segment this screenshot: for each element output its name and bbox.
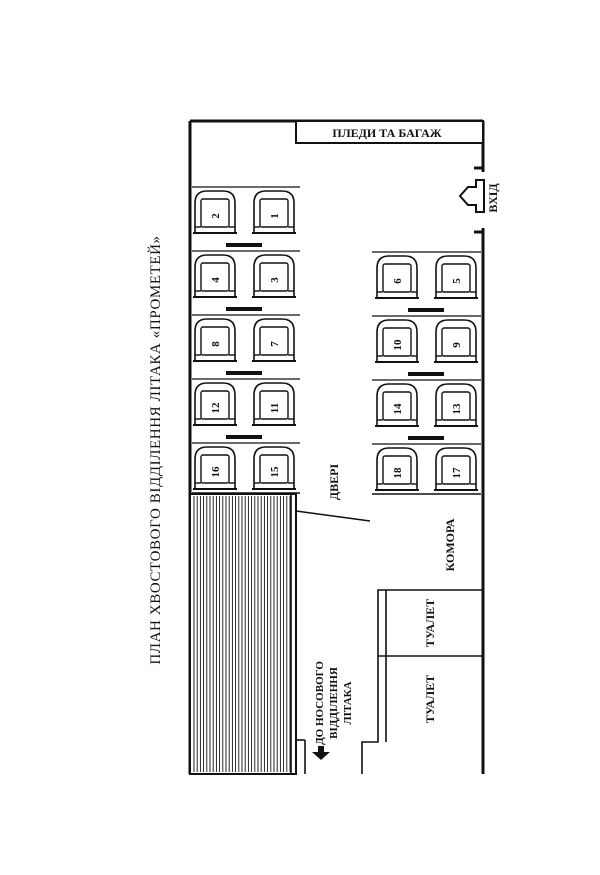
seat-18: 18 [375, 447, 419, 491]
to-nose-caption: ДО НОСОВОГО ВІДДІЛЕННЯ ЛІТАКА [314, 661, 354, 745]
seat-number: 8 [210, 341, 222, 347]
seat-number: 17 [451, 467, 463, 479]
seat-17: 17 [434, 447, 478, 491]
seat-7: 7 [252, 318, 296, 362]
entrance-label: ВХІД [486, 183, 500, 213]
seat-number: 16 [210, 466, 222, 478]
hatched-floor-area [189, 493, 306, 775]
toilet-1-label: ТУАЛЕТ [423, 599, 437, 647]
luggage-compartment: ПЛЕДИ ТА БАГАЖ [295, 120, 484, 144]
seat-10: 10 [375, 319, 419, 363]
seat-12: 12 [193, 382, 237, 426]
seat-number: 12 [210, 402, 222, 414]
pantry-label: КОМОРА [443, 518, 457, 571]
seat-number: 10 [392, 339, 404, 351]
seat-9: 9 [434, 319, 478, 363]
seat-number: 3 [269, 277, 281, 283]
plan-title: ПЛАН ХВОСТОВОГО ВІДДІЛЕННЯ ЛІТАКА «ПРОМЕ… [147, 235, 164, 664]
seat-block-left: 2 1 4 3 8 7 12 11 16 15 [192, 186, 300, 494]
seat-16: 16 [193, 446, 237, 490]
luggage-label: ПЛЕДИ ТА БАГАЖ [332, 126, 441, 140]
seat-13: 13 [434, 383, 478, 427]
to-nose-line-3: ЛІТАКА [342, 681, 354, 724]
seat-5: 5 [434, 255, 478, 299]
seat-number: 9 [451, 342, 463, 348]
seat-3: 3 [252, 254, 296, 298]
seat-number: 7 [269, 341, 281, 347]
seat-14: 14 [375, 383, 419, 427]
doors-label: ДВЕРІ [327, 464, 341, 501]
seat-block-right: 6 5 10 9 14 13 18 17 [372, 251, 481, 495]
to-nose-arrow-icon [312, 746, 330, 760]
seat-6: 6 [375, 255, 419, 299]
seat-4: 4 [193, 254, 237, 298]
seat-number: 15 [269, 466, 281, 478]
toilet-2-label: ТУАЛЕТ [423, 675, 437, 723]
seat-8: 8 [193, 318, 237, 362]
toilet-block [361, 589, 483, 774]
seat-number: 5 [451, 278, 463, 284]
seat-number: 6 [392, 278, 404, 284]
seat-number: 18 [392, 467, 404, 479]
seat-number: 4 [210, 277, 222, 283]
door-panel [295, 510, 371, 522]
seat-2: 2 [193, 190, 237, 234]
to-nose-line-1: ДО НОСОВОГО [314, 661, 326, 745]
seat-number: 11 [269, 403, 281, 413]
seat-15: 15 [252, 446, 296, 490]
seat-number: 14 [392, 403, 404, 415]
seat-11: 11 [252, 382, 296, 426]
seat-number: 13 [451, 403, 463, 415]
seat-1: 1 [252, 190, 296, 234]
seat-number: 2 [210, 213, 222, 219]
entrance-arrow-icon [458, 179, 485, 213]
to-nose-line-2: ВІДДІЛЕННЯ [328, 667, 340, 739]
seat-number: 1 [269, 213, 281, 219]
